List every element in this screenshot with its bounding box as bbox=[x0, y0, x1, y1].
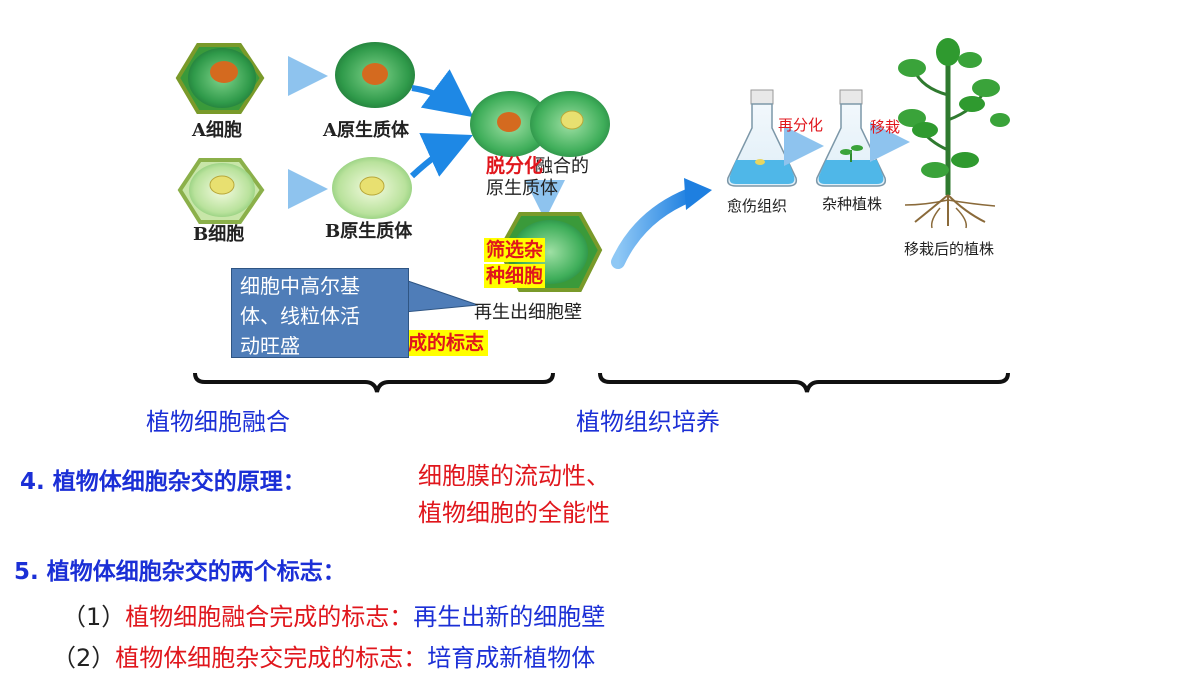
brace-culture bbox=[600, 373, 1008, 392]
label-callus: 愈伤组织 bbox=[727, 195, 787, 216]
arrow-protoplast-b-to-fused bbox=[412, 140, 462, 176]
callout-pointer bbox=[405, 280, 478, 312]
label-protoplast-a: A原生质体 bbox=[323, 116, 409, 142]
hybrid-plant-flask bbox=[817, 90, 886, 186]
label-transplanted-plant: 移栽后的植株 bbox=[904, 238, 994, 259]
hybridization-diagram bbox=[0, 0, 1200, 440]
label-completion-mark: 成的标志 bbox=[406, 330, 488, 356]
arrow-to-culture bbox=[618, 195, 690, 262]
label-cell-a: A细胞 bbox=[192, 116, 242, 142]
cell-b-shape bbox=[180, 160, 262, 222]
mark-item-1: （1）植物细胞融合完成的标志：再生出新的细胞壁 bbox=[62, 597, 605, 632]
principle-value-2: 植物细胞的全能性 bbox=[418, 493, 610, 528]
protoplast-b-shape bbox=[332, 157, 412, 219]
caption-culture: 植物组织培养 bbox=[576, 402, 720, 437]
callout-line-2: 体、线粒体活 bbox=[240, 301, 400, 331]
label-regen-wall: 再生出细胞壁 bbox=[474, 298, 582, 324]
label-hybrid-plant: 杂种植株 bbox=[822, 193, 882, 214]
callout-box: 细胞中高尔基 体、线粒体活 动旺盛 bbox=[231, 268, 409, 358]
label-redifferentiation: 再分化 bbox=[778, 114, 823, 135]
mark-item-1-num: （1） bbox=[62, 603, 125, 631]
cell-a-shape bbox=[178, 45, 262, 112]
arrow-to-culture-head bbox=[684, 178, 712, 210]
transplanted-plant bbox=[898, 38, 1010, 228]
label-screening-line1: 筛选杂 bbox=[484, 238, 545, 262]
callus-flask bbox=[728, 90, 797, 186]
fused-protoplast-shape bbox=[470, 91, 610, 157]
principle-label: 4. 植物体细胞杂交的原理： bbox=[20, 462, 306, 496]
callout-line-3: 动旺盛 bbox=[240, 331, 400, 361]
mark-item-1-value: 再生出新的细胞壁 bbox=[413, 603, 605, 631]
mark-item-1-label: 植物细胞融合完成的标志： bbox=[125, 603, 413, 631]
arrow-protoplast-a-to-fused bbox=[412, 88, 464, 110]
protoplast-a-shape bbox=[335, 42, 415, 108]
principle-value-1: 细胞膜的流动性、 bbox=[418, 456, 610, 491]
mark-item-2-num: （2） bbox=[52, 644, 115, 672]
label-protoplast-b: B原生质体 bbox=[325, 217, 412, 243]
callout-line-1: 细胞中高尔基 bbox=[240, 271, 400, 301]
label-screening-line2: 种细胞 bbox=[484, 264, 545, 288]
mark-item-2-label: 植物体细胞杂交完成的标志： bbox=[115, 644, 427, 672]
mark-item-2: （2）植物体细胞杂交完成的标志：培育成新植物体 bbox=[52, 638, 595, 673]
mark-item-2-value: 培育成新植物体 bbox=[427, 644, 595, 672]
brace-fusion bbox=[195, 373, 553, 392]
marks-label: 5. 植物体细胞杂交的两个标志： bbox=[14, 552, 346, 586]
label-transplant: 移栽 bbox=[870, 116, 900, 137]
caption-fusion: 植物细胞融合 bbox=[146, 402, 290, 437]
label-cell-b: B细胞 bbox=[193, 220, 244, 246]
label-dedifferentiation: 脱分化 bbox=[486, 151, 543, 178]
